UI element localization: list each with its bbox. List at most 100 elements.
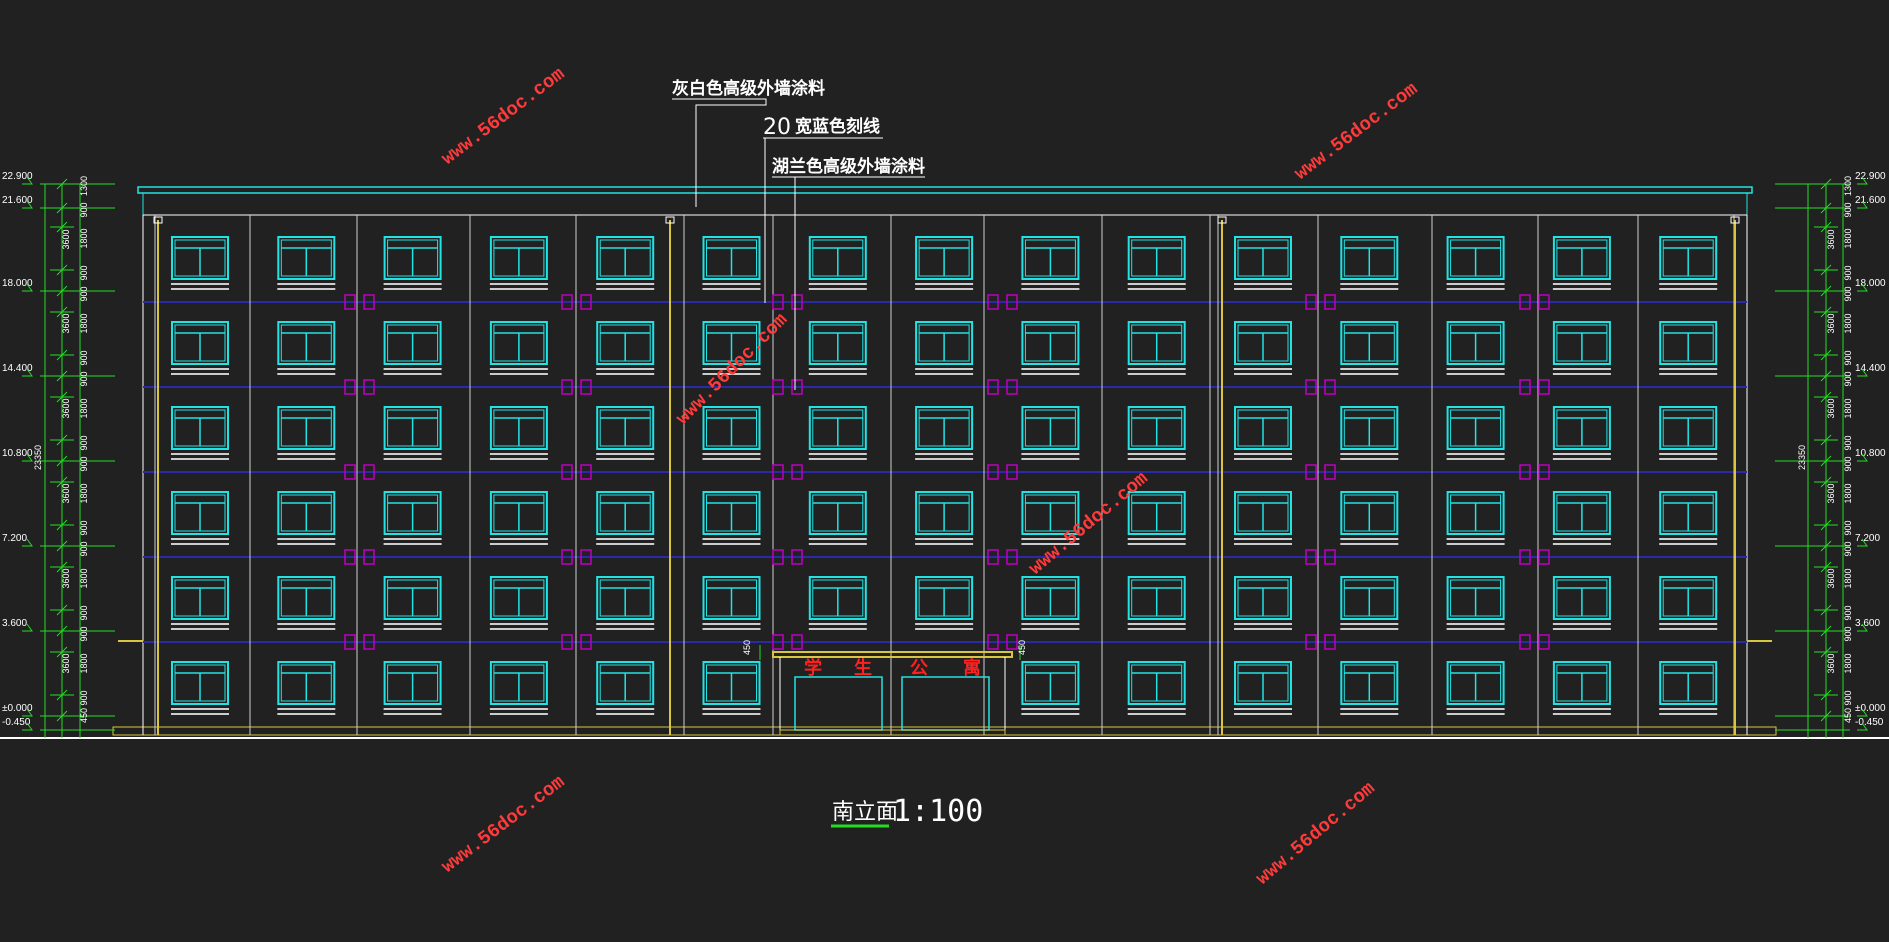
drawing-title: 南立面 — [832, 800, 898, 825]
window — [1552, 576, 1611, 630]
window — [1659, 661, 1718, 715]
window-frame — [596, 576, 655, 620]
annotation-groove-text: 宽蓝色刻线 — [795, 116, 880, 137]
dim-inner-right: 1800 — [1843, 228, 1853, 248]
window-frame — [383, 491, 442, 535]
window — [1340, 406, 1399, 460]
dim-inner-left: 900 — [79, 265, 89, 280]
ornament — [561, 464, 573, 480]
ornament — [1305, 634, 1317, 650]
ornament — [561, 634, 573, 650]
window-frame — [489, 406, 548, 450]
window — [1446, 491, 1505, 545]
window-frame — [596, 406, 655, 450]
window-frame — [1446, 576, 1505, 620]
window-frame — [702, 236, 761, 280]
parapet — [142, 192, 1748, 216]
ornament — [1324, 634, 1336, 650]
ornament — [580, 634, 592, 650]
window — [171, 321, 229, 375]
window-frame — [1340, 406, 1399, 450]
window — [808, 491, 867, 545]
window — [1234, 236, 1292, 290]
dim-storey-left: 3600 — [61, 483, 71, 503]
annotation-leaders — [672, 98, 925, 390]
ornament — [1324, 294, 1336, 310]
window-frame — [277, 236, 336, 280]
ornament — [1006, 549, 1018, 565]
window — [1446, 321, 1505, 375]
window-frame — [1659, 661, 1718, 705]
window — [1127, 321, 1186, 375]
dim-storey-right: 3600 — [1826, 568, 1836, 588]
window-frame — [1127, 236, 1186, 280]
level-label: 21.600 — [1855, 195, 1886, 206]
watermark-1: www.56doc.com — [437, 63, 569, 170]
ornament — [1305, 549, 1317, 565]
ornament — [987, 634, 999, 650]
dim-inner-right: 1800 — [1843, 398, 1853, 418]
window — [1340, 661, 1399, 715]
window — [489, 406, 548, 460]
window-frame — [808, 236, 867, 280]
level-label: -0.450 — [1855, 717, 1884, 728]
annotation-wall-paint-blue: 湖兰色高级外墙涂料 — [772, 156, 925, 177]
ornament — [1305, 379, 1317, 395]
window-frame — [915, 576, 974, 620]
building-elevation — [0, 186, 1889, 739]
ornament — [561, 549, 573, 565]
level-symbol — [22, 176, 33, 185]
window-frame — [1446, 491, 1505, 535]
window-frame — [1127, 491, 1186, 535]
window — [489, 321, 548, 375]
window-frame — [277, 406, 336, 450]
dim-inner-right: 450 — [1843, 708, 1853, 723]
leader-wall-paint-top — [672, 98, 767, 207]
window — [277, 491, 336, 545]
window — [383, 406, 442, 460]
watermark-5: www.56doc.com — [437, 771, 569, 878]
level-label: 10.800 — [2, 448, 33, 459]
window-frame — [1446, 321, 1505, 365]
window-frame — [489, 321, 548, 365]
window-frame — [383, 406, 442, 450]
window — [808, 576, 867, 630]
dim-inner-right: 1800 — [1843, 568, 1853, 588]
window-frame — [277, 661, 336, 705]
ornament — [1006, 294, 1018, 310]
window — [1234, 406, 1292, 460]
level-label: 21.600 — [2, 195, 33, 206]
dim-inner-left: 900 — [79, 202, 89, 217]
window-frame — [1446, 406, 1505, 450]
window-frame — [171, 406, 229, 450]
ornament — [791, 549, 803, 565]
downpipe-head-4 — [1730, 216, 1740, 224]
dim-inner-right: 900 — [1843, 435, 1853, 450]
dim-inner-left: 900 — [79, 456, 89, 471]
window-grid — [171, 236, 1718, 715]
dim-inner-left: 900 — [79, 350, 89, 365]
cornice — [137, 186, 1753, 194]
dim-storey-right: 3600 — [1826, 229, 1836, 249]
window-frame — [1127, 661, 1186, 705]
window-frame — [1659, 321, 1718, 365]
watermark-4: www.56doc.com — [1025, 467, 1153, 579]
ornament — [1324, 464, 1336, 480]
dim-inner-left: 900 — [79, 541, 89, 556]
window-frame — [808, 321, 867, 365]
window-frame — [1659, 491, 1718, 535]
downpipe-head-2 — [665, 216, 675, 224]
level-symbol — [1857, 200, 1868, 209]
drawing-scale: 1:100 — [893, 794, 983, 829]
window — [1659, 406, 1718, 460]
window — [171, 661, 229, 715]
window — [277, 576, 336, 630]
level-label: 7.200 — [1855, 533, 1880, 544]
window — [277, 321, 336, 375]
window-frame — [171, 236, 229, 280]
window — [489, 576, 548, 630]
downpipe-head-1 — [153, 216, 163, 224]
window — [596, 491, 655, 545]
ornament — [1324, 379, 1336, 395]
